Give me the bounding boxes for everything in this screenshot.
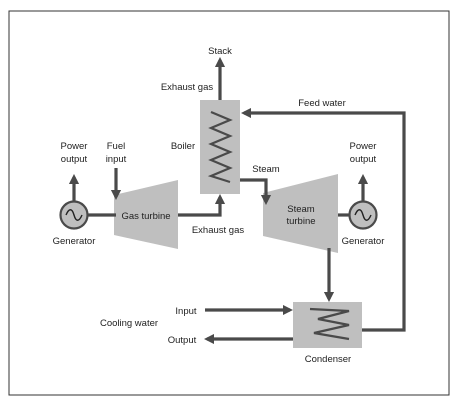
label-fuel-input-1: Fuel (107, 141, 125, 152)
generator-left-sine-icon (65, 209, 83, 221)
label-generator-left: Generator (53, 236, 96, 247)
label-boiler: Boiler (171, 141, 195, 152)
label-power-output-right-2: output (350, 154, 377, 165)
label-condenser: Condenser (305, 354, 351, 365)
feed-water-line (240, 107, 406, 332)
label-gas-turbine: Gas turbine (121, 211, 170, 222)
label-power-output-left-1: Power (61, 141, 88, 152)
label-steam-turbine-1: Steam (287, 204, 315, 215)
label-exhaust-gas-bottom: Exhaust gas (192, 225, 245, 236)
label-steam: Steam (252, 164, 280, 175)
label-exhaust-gas-top: Exhaust gas (161, 82, 214, 93)
label-power-output-right-1: Power (350, 141, 377, 152)
label-output: Output (168, 335, 197, 346)
exhaust-gas-to-boiler-arrow (178, 193, 226, 217)
steam-arrow (240, 178, 272, 206)
label-stack: Stack (208, 46, 232, 57)
condenser-coil (309, 307, 350, 341)
label-input: Input (175, 306, 196, 317)
label-steam-turbine-2: turbine (286, 216, 315, 227)
label-fuel-input-2: input (106, 154, 127, 165)
diagram-frame (8, 10, 450, 396)
label-generator-right: Generator (342, 236, 385, 247)
steam-turbine (263, 174, 338, 253)
label-cooling-water: Cooling water (100, 318, 158, 329)
label-feed-water: Feed water (298, 98, 346, 109)
gas-turbine (114, 180, 178, 249)
generator-right-sine-icon (354, 209, 372, 221)
boiler-coil (207, 110, 233, 184)
label-power-output-left-2: output (61, 154, 88, 165)
